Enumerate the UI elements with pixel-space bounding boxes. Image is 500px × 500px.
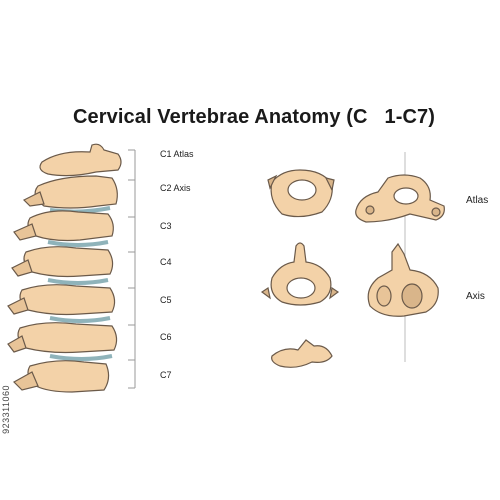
axis-oblique-view xyxy=(367,242,439,317)
axis-front-view xyxy=(260,242,340,306)
vertebra-side-fragment xyxy=(271,339,333,368)
level-label-c3: C3 xyxy=(160,221,172,231)
level-label-c1: C1 Atlas xyxy=(160,149,194,159)
disc-c6 xyxy=(49,354,113,361)
level-label-c7: C7 xyxy=(160,370,172,380)
vertebra-c5 xyxy=(19,284,116,316)
atlas-label: Atlas xyxy=(466,195,489,206)
atlas-top-view xyxy=(267,169,335,218)
cervical-spine-side-view xyxy=(7,143,122,393)
axis-label: Axis xyxy=(466,291,485,302)
disc-c3 xyxy=(47,240,109,247)
level-label-c5: C5 xyxy=(160,295,172,305)
level-label-c2: C2 Axis xyxy=(160,183,191,193)
page-title: Cervical Vertebrae Anatomy (C 1-C7) xyxy=(73,106,435,128)
vertebra-c7 xyxy=(27,360,110,393)
vertebra-c2 xyxy=(34,175,118,209)
level-label-c4: C4 xyxy=(160,257,172,267)
vertebra-c6 xyxy=(17,322,118,354)
level-label-c6: C6 xyxy=(160,332,172,342)
vertebra-c1 xyxy=(39,143,122,177)
disc-c4 xyxy=(47,278,109,285)
image-credit: 923311060 xyxy=(1,385,11,434)
disc-c2 xyxy=(49,206,111,214)
atlas-oblique-view xyxy=(355,174,445,223)
disc-c5 xyxy=(49,316,111,323)
level-bracket xyxy=(128,149,136,389)
vertebra-c3 xyxy=(27,210,114,242)
vertebra-c4 xyxy=(23,246,114,278)
